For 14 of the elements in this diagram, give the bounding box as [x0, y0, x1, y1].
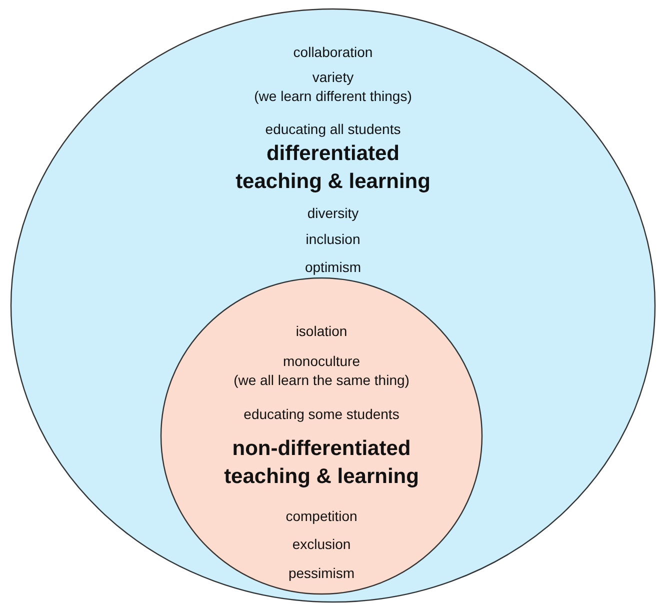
text-label: exclusion — [291, 535, 352, 554]
text-label: educating all students — [264, 120, 402, 139]
text-label: educating some students — [242, 405, 400, 424]
heading: differentiated teaching & learning — [234, 141, 432, 195]
text-label: competition — [284, 507, 358, 526]
text-label: collaboration — [292, 43, 374, 62]
text-label: monoculture (we all learn the same thing) — [232, 352, 410, 390]
text-label: pessimism — [287, 564, 356, 583]
text-label: optimism — [304, 258, 362, 277]
text-label: isolation — [294, 322, 348, 341]
heading: non-differentiated teaching & learning — [223, 436, 420, 490]
text-label: diversity — [306, 204, 360, 223]
text-label: variety (we learn different things) — [253, 68, 413, 106]
text-label: inclusion — [304, 230, 362, 249]
